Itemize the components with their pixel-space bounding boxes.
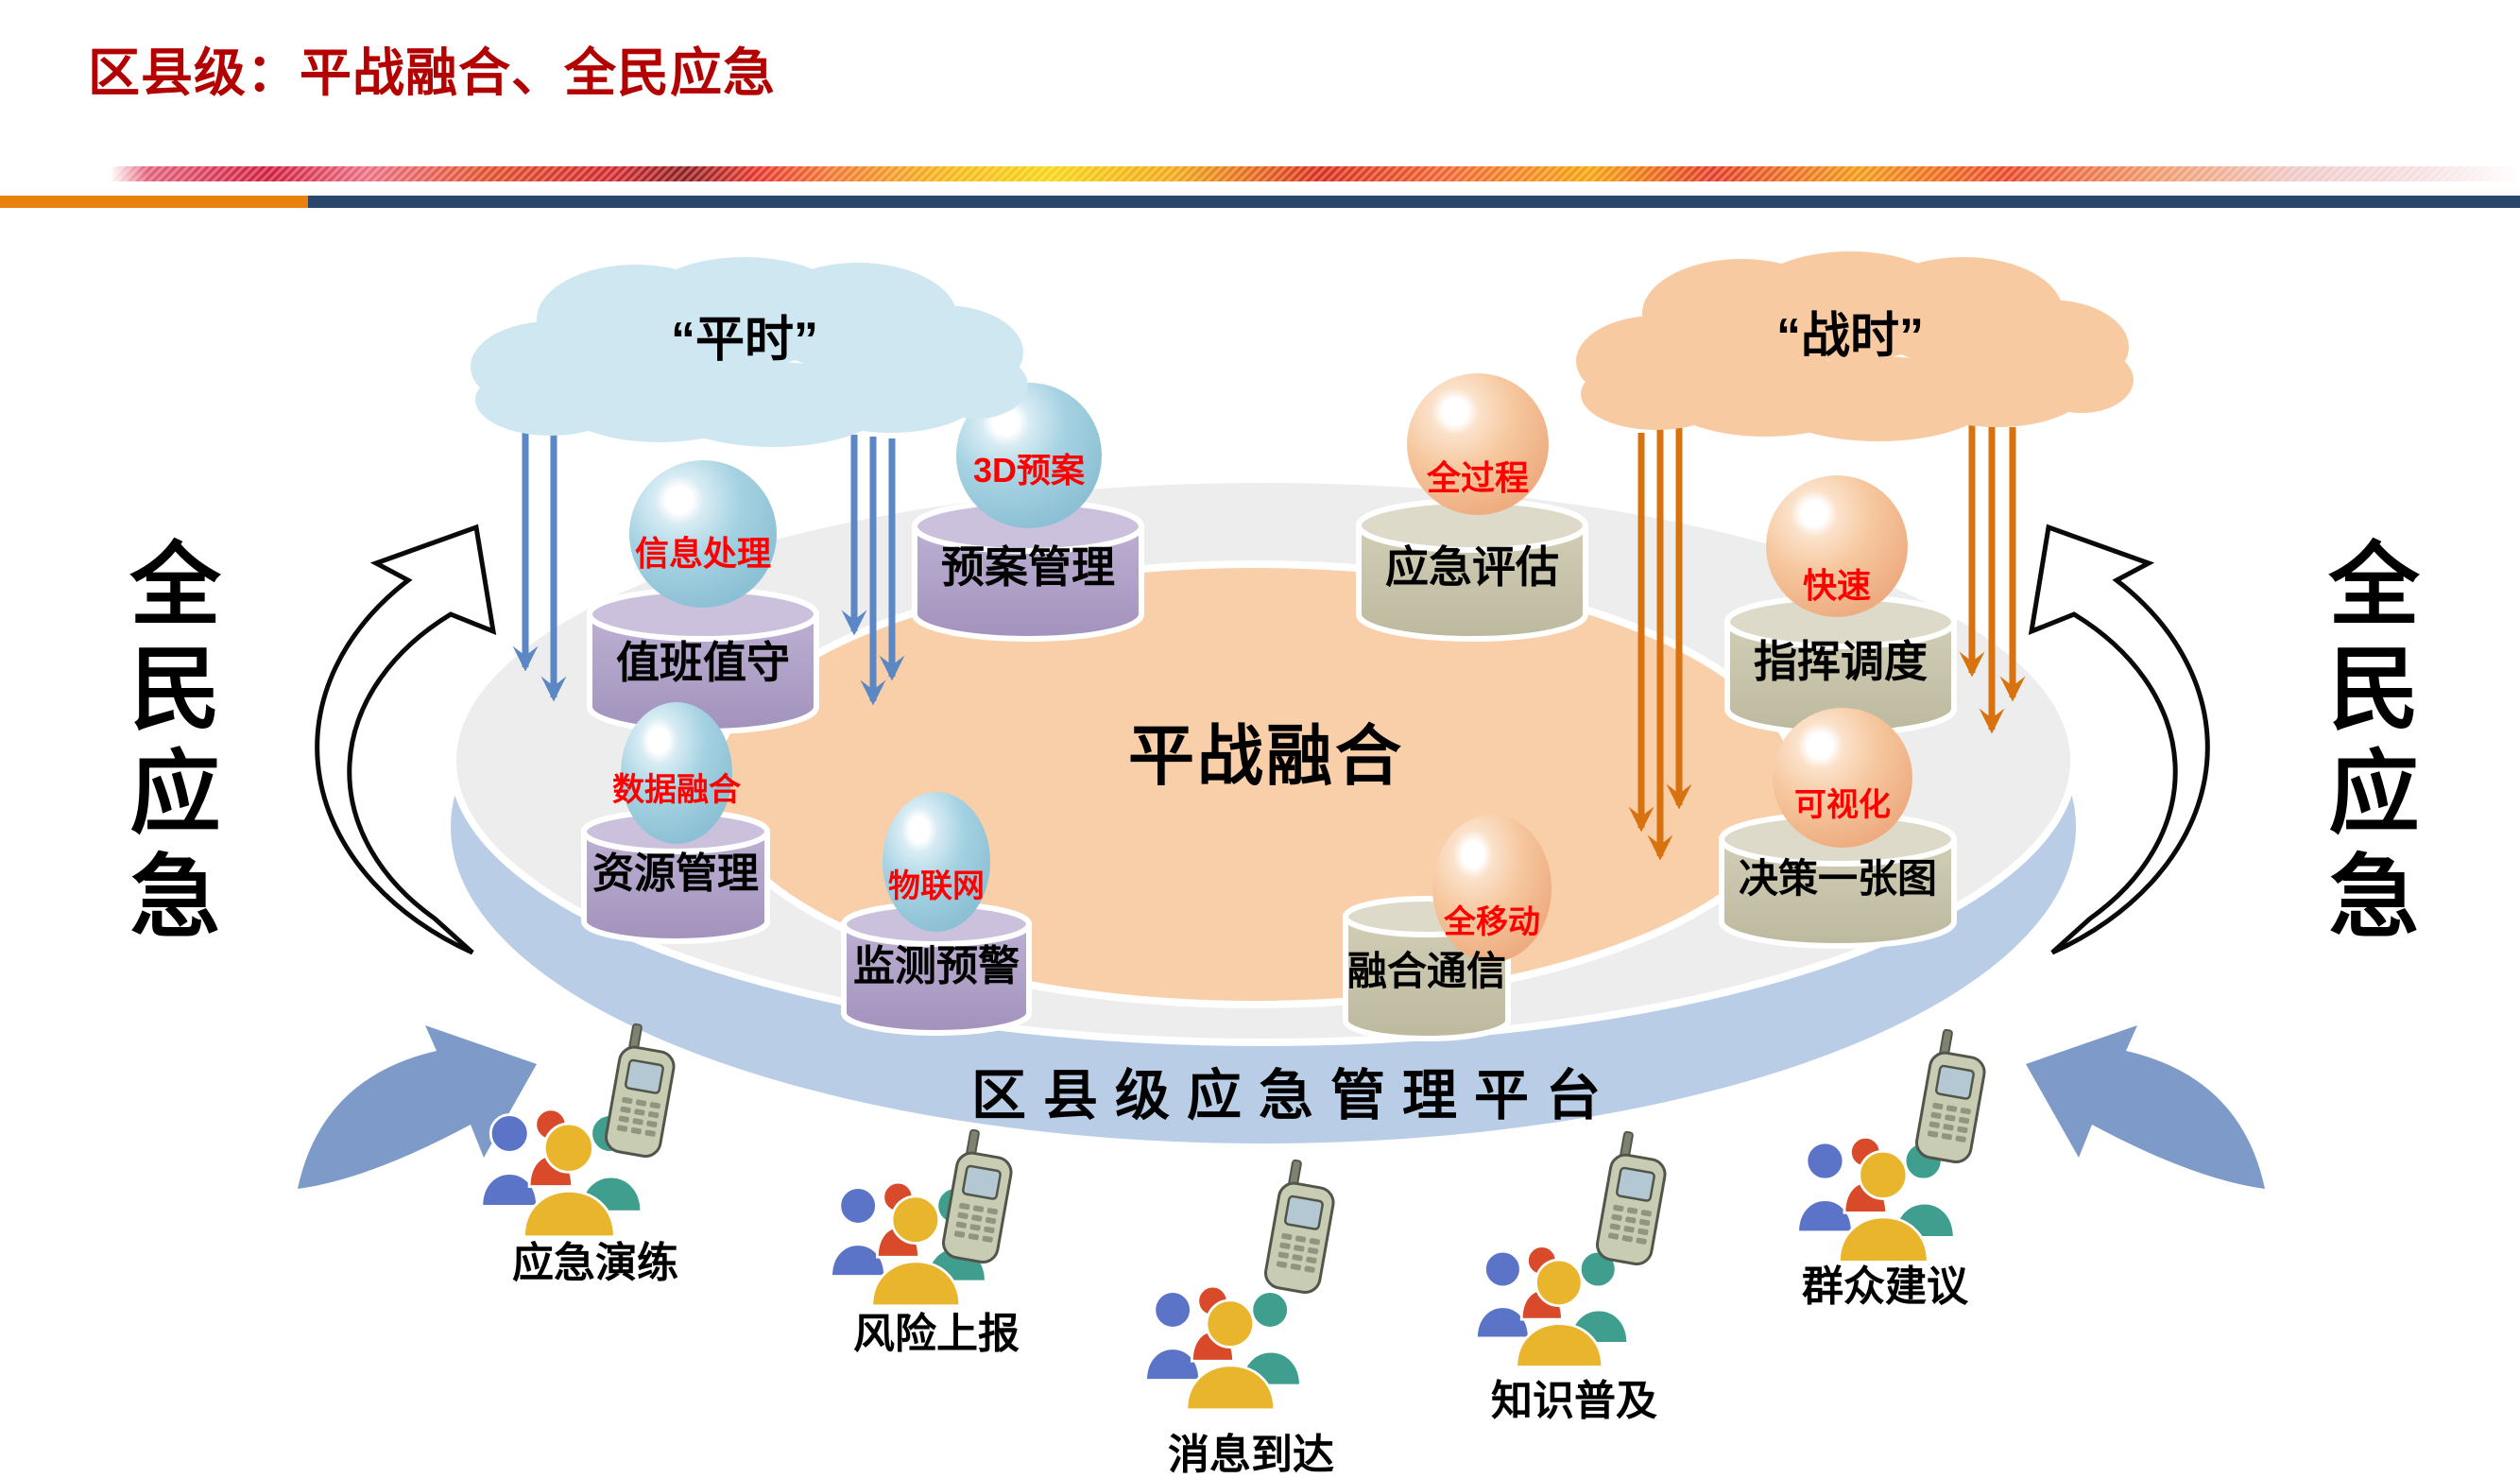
wartime-arrows — [1628, 423, 2026, 861]
sphere-tag: 可视化 — [1794, 787, 1891, 823]
sphere-tag: 物联网 — [888, 868, 985, 904]
phone-icon-2 — [939, 1126, 1020, 1266]
cycle-arrow-left — [315, 524, 497, 955]
peacetime-arrows — [512, 412, 905, 706]
platform-banner: 区县级应急管理平台 — [970, 1065, 1619, 1126]
sphere-keshihua — [1773, 708, 1912, 848]
phone-icon-1 — [602, 1021, 682, 1160]
sphere-wulianwang — [883, 792, 990, 932]
phone-icon-5 — [1912, 1026, 1993, 1166]
sphere-xinxichuli — [629, 460, 777, 608]
crowd-puji — [1475, 1245, 1630, 1368]
drum-label: 预案管理 — [941, 542, 1115, 592]
side-label-left: 全民应急 — [116, 537, 217, 953]
sphere-tag: 信息处理 — [634, 534, 772, 573]
citizen-label: 消息到达 — [1168, 1432, 1334, 1478]
peacetime-cloud-label: “平时” — [670, 313, 819, 368]
phone-icon-3 — [1261, 1157, 1342, 1297]
sphere-tag: 3D预案 — [972, 451, 1086, 490]
sphere-shujuronghe — [621, 702, 732, 844]
sphere-tag: 全过程 — [1426, 458, 1530, 497]
sphere-quanguocheng — [1407, 373, 1549, 515]
sphere-kuaisu — [1766, 475, 1908, 617]
sphere-tag: 数据融合 — [612, 772, 741, 808]
drum-yuan — [912, 499, 1144, 642]
drum-pinggu — [1356, 498, 1588, 642]
sphere-tag: 快速 — [1802, 566, 1872, 605]
sphere-3dyuan — [956, 383, 1102, 528]
slide: 区县级：平战融合、全民应急 — [0, 43, 2520, 1476]
drum-label: 资源管理 — [592, 851, 759, 897]
sphere-quanyidong — [1432, 815, 1551, 962]
decorative-ribbon — [74, 166, 2520, 181]
citizen-label: 风险上报 — [853, 1311, 1020, 1357]
drum-label: 值班值守 — [616, 638, 790, 687]
sphere-tag: 全移动 — [1444, 904, 1540, 940]
citizen-label: 应急演练 — [512, 1240, 678, 1286]
phone-icon-4 — [1593, 1128, 1673, 1268]
diagram-canvas — [298, 251, 2265, 1412]
divider-orange — [0, 196, 308, 208]
upload-arrow-left — [298, 1025, 537, 1189]
platform-center-label: 平战融合 — [1128, 719, 1404, 793]
drum-label: 应急评估 — [1385, 542, 1559, 592]
wartime-cloud-label: “战时” — [1775, 309, 1925, 364]
drum-label: 监测预警 — [853, 943, 1020, 989]
side-label-right: 全民应急 — [2315, 537, 2416, 953]
drum-label: 融合通信 — [1346, 949, 1507, 993]
crowd-daoda — [1144, 1284, 1302, 1412]
upload-arrow-right — [2026, 1025, 2265, 1189]
page-title: 区县级：平战融合、全民应急 — [88, 43, 777, 102]
drum-label: 指挥调度 — [1754, 637, 1928, 686]
divider-navy — [308, 196, 2520, 208]
cycle-arrow-right — [2028, 524, 2210, 955]
citizen-label: 群众建议 — [1802, 1263, 1968, 1310]
citizen-label: 知识普及 — [1491, 1378, 1657, 1424]
drum-label: 决策一张图 — [1738, 856, 1938, 901]
